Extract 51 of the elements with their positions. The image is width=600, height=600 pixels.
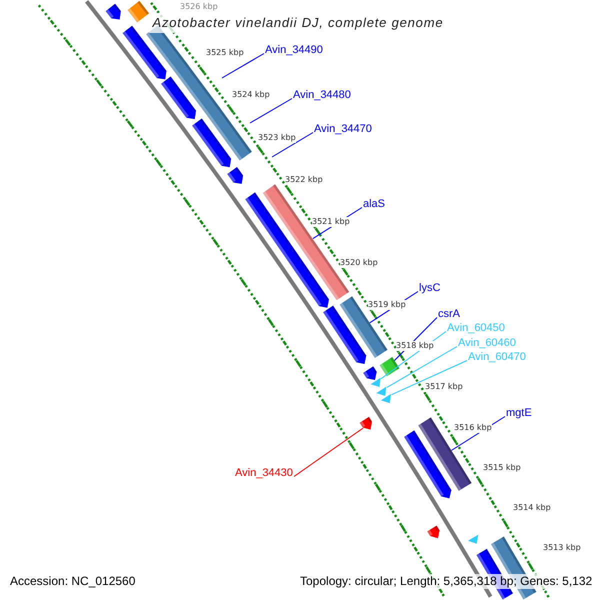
scale-label: 3525 kbp	[206, 48, 244, 58]
scale-label: 3522 kbp	[285, 175, 323, 185]
leader-line	[386, 346, 458, 388]
scale-label: 3516 kbp	[454, 423, 492, 433]
gene-bar	[418, 417, 472, 491]
gene-marker	[376, 386, 386, 396]
scale-label: 3523 kbp	[258, 133, 296, 143]
gene-block	[323, 306, 366, 364]
leader-line	[250, 98, 292, 124]
gene-bar	[380, 357, 400, 376]
gene-label: alaS	[363, 198, 386, 210]
scale-label: 3521 kbp	[312, 217, 350, 227]
gene-block	[192, 118, 232, 168]
gene-marker	[370, 378, 381, 388]
gene-label: Avin_34480	[293, 88, 351, 102]
gene-block	[161, 76, 196, 120]
scale-label: 3517 kbp	[425, 382, 463, 392]
gene-label: mgtE	[506, 406, 532, 420]
gene-label: Avin_60450	[447, 322, 505, 334]
gene-label: Avin_60470	[468, 350, 526, 364]
gene-block	[360, 416, 372, 430]
gene-block	[363, 366, 377, 380]
gene-block	[227, 167, 244, 184]
leader-line	[222, 53, 264, 78]
scale-label: 3519 kbp	[368, 300, 406, 310]
scale-label: 3518 kbp	[396, 341, 434, 351]
gene-bar	[176, 64, 220, 118]
gene-label: Avin_34490	[265, 44, 323, 56]
gene-marker	[380, 394, 391, 404]
scale-label: 3524 kbp	[232, 90, 270, 100]
scale-label: 3515 kbp	[483, 463, 521, 473]
scale-label: 3520 kbp	[340, 258, 378, 268]
gene-bar	[207, 107, 252, 161]
accession-text: Accession: NC_012560	[10, 574, 136, 589]
gene-bar	[128, 0, 150, 22]
scale-label: 3526 kbp	[180, 2, 218, 12]
gene-label: Avin_60460	[458, 336, 516, 350]
gene-label: csrA	[438, 308, 460, 320]
gene-block	[427, 526, 440, 538]
gene-marker	[468, 534, 478, 544]
gene-label: Avin_34430	[235, 466, 293, 480]
leader-line	[272, 132, 314, 158]
gene-bar	[340, 296, 388, 358]
gene-block	[106, 4, 121, 20]
gene-label: lysC	[419, 282, 440, 294]
leader-line	[391, 360, 468, 396]
gene-label: Avin_34470	[314, 122, 372, 136]
gene-block	[404, 430, 452, 498]
scale-label: 3514 kbp	[513, 503, 551, 513]
gene-block	[122, 26, 166, 80]
leader-line	[294, 428, 364, 477]
